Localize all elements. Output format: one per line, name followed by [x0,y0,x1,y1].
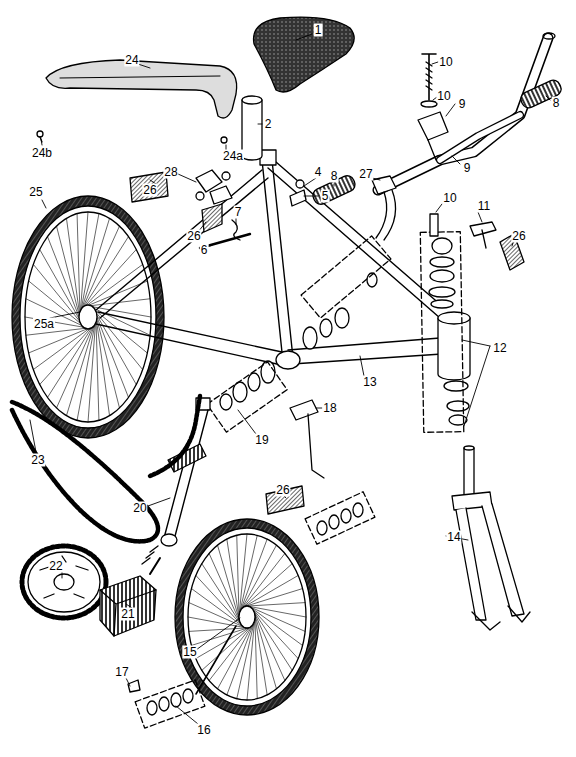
callout-number: 26 [511,230,526,243]
wheel-spoke [83,250,136,309]
callout-number: 11 [477,200,491,213]
wheel-spoke [227,621,255,695]
wheel-spoke [77,214,80,319]
wheel-spoke [80,214,99,315]
callout-number: 24a [222,150,244,163]
callout-number: 8 [330,170,339,183]
wheel-spoke [202,625,252,670]
wheel-spoke [244,589,302,607]
wheel-spoke [227,539,240,621]
callout-number: 2 [264,118,273,131]
wheel-spoke [189,628,248,632]
callout-number: 24 [124,54,139,67]
callout-number: 7 [234,206,243,219]
callout-number: 9 [458,98,467,111]
wheel-spoke [94,310,128,398]
wheel-spoke [218,623,254,689]
callout-number: 19 [254,434,269,447]
callout-number: 13 [362,376,377,389]
callout-number: 26 [142,184,157,197]
callout-number: 12 [492,342,507,355]
callout-number: 15 [182,646,197,659]
wheel-spoke [40,250,83,326]
wheel-spoke [57,323,95,408]
wheel-spoke [246,603,305,607]
wheel-spoke [40,325,93,384]
wheel-spoke [253,610,285,681]
wheel-spoke [48,324,95,397]
wheel-spoke [57,226,82,322]
callout-number: 21 [120,608,135,621]
callout-number: 10 [436,90,451,103]
wheel-spoke [82,237,129,310]
wheel-spoke [96,313,110,415]
wheel-spoke [66,218,80,320]
wheel-spoke [81,226,119,311]
callout-number: 26 [275,484,290,497]
wheel-spoke [192,589,245,628]
wheel-spoke [209,624,253,681]
callout-number: 20 [132,502,147,515]
callout-number: 23 [30,454,45,467]
wheel-spoke [202,564,242,626]
wheel-spoke [250,607,303,646]
wheel-spoke [218,545,241,622]
callout-number: 14 [446,531,461,544]
callout-number: 27 [358,168,373,181]
callout-number: 8 [552,97,561,110]
wheel-spoke [192,627,250,645]
callout-number: 1 [314,24,323,37]
wheel-spoke [255,615,257,699]
wheel-spoke [241,553,285,610]
callout-number: 4 [314,166,323,179]
callout-number: 6 [200,244,209,257]
wheel-spoke [242,564,292,609]
wheel-spoke [252,609,292,671]
wheel-spoke [84,265,143,308]
wheel-spoke [48,237,82,325]
callout-number: 28 [163,166,178,179]
callout-number: 25 [28,186,43,199]
callout-number: 9 [463,162,472,175]
wheel-spoke [209,553,241,624]
callout-number: 17 [114,666,129,679]
wheel-spoke [239,539,267,613]
wheel-spoke [240,545,276,611]
callout-number: 24b [31,147,53,160]
callout-number: 5 [321,190,330,203]
wheel-spoke [93,309,136,385]
wheel-spoke [80,218,109,313]
wheel-spoke [66,321,95,416]
wheel-spoke [196,576,243,627]
callout-number: 10 [442,192,457,205]
wheel-spoke [251,607,298,658]
wheel-spoke [196,627,251,659]
callout-number: 26 [186,230,201,243]
wheel-spoke [33,327,92,370]
wheel-spoke [254,612,277,689]
callout-number: 22 [48,560,63,573]
wheel-spoke [96,315,99,420]
wheel-spoke [255,613,268,695]
callout-number: 10 [438,56,453,69]
wheel-spoke [237,535,239,619]
wheel-spoke [243,576,298,608]
callout-number: 16 [196,724,211,737]
callout-number: 18 [322,402,337,415]
callout-number: 25a [33,318,55,331]
wheel-spoke [77,319,96,420]
